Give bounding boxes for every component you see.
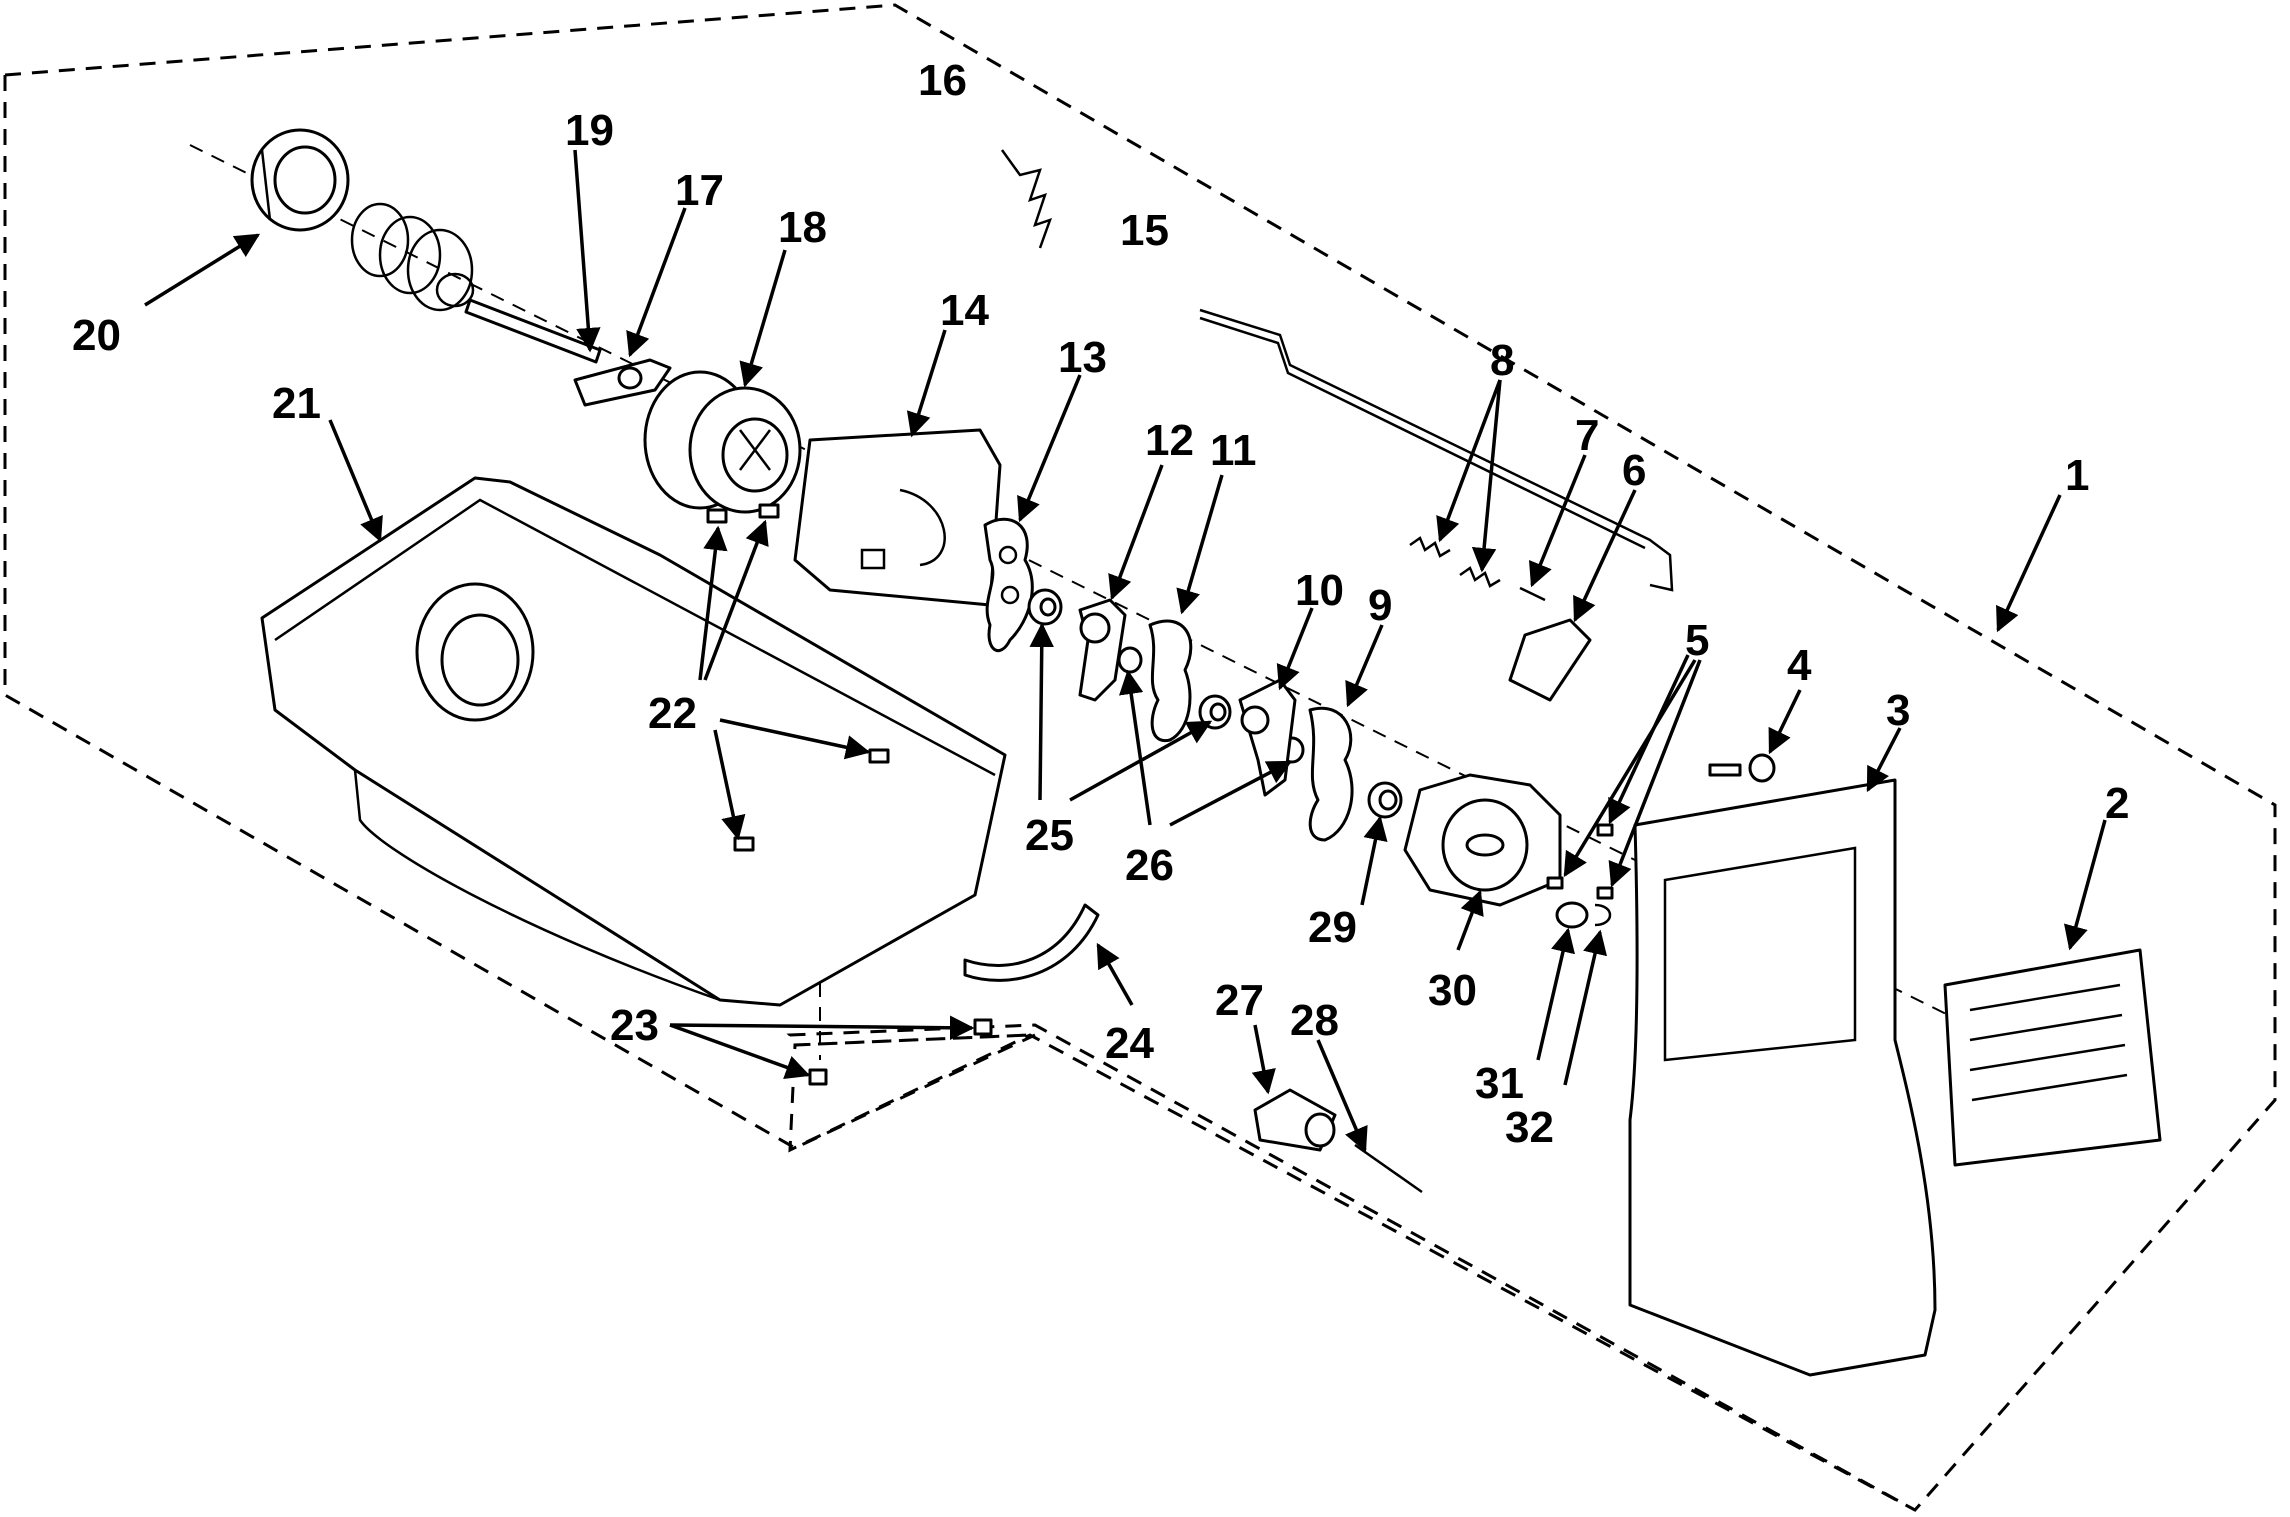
part-2-grille: [1943, 948, 2162, 1167]
part-14-mounting-plate: [793, 428, 1002, 607]
part-10-gear-arm: [1238, 678, 1297, 797]
part-31-washer: [1555, 901, 1589, 929]
part-11-cam: [1148, 619, 1193, 743]
callout-20: 20: [72, 311, 121, 360]
callout-7: 7: [1575, 411, 1599, 460]
callout-28: 28: [1290, 996, 1339, 1045]
part-4-screw: [1708, 753, 1776, 783]
callout-labels: 1 2 3 4 5 6 7 8 9 10 11 12 13 14 15 16 1…: [72, 56, 2129, 1152]
part-12-gear-arm: [1078, 598, 1127, 702]
callout-6: 6: [1622, 446, 1646, 495]
part-27-hinge: [1253, 1088, 1337, 1152]
callout-15: 15: [1120, 206, 1169, 255]
part-23-screws: [808, 1018, 993, 1086]
part-17-lever: [573, 358, 672, 407]
part-29-washer: [1367, 781, 1403, 819]
callout-31: 31: [1475, 1059, 1524, 1108]
part-6-bracket: [1508, 618, 1592, 702]
callout-16: 16: [918, 56, 967, 105]
callout-2: 2: [2105, 779, 2129, 828]
callout-30: 30: [1428, 966, 1477, 1015]
callout-17: 17: [675, 166, 724, 215]
part-13-lever: [983, 517, 1034, 653]
part-24-arc: [963, 903, 1100, 982]
part-19-auger-spring: [350, 202, 602, 364]
callout-22: 22: [648, 689, 697, 738]
part-25-washers: [1027, 588, 1232, 730]
part-16-spring: [1000, 149, 1053, 249]
part-9-cam: [1308, 706, 1354, 842]
callout-9: 9: [1368, 581, 1392, 630]
callout-12: 12: [1145, 416, 1194, 465]
callout-1: 1: [2065, 451, 2089, 500]
callout-26: 26: [1125, 841, 1174, 890]
part-3-dispenser-door: [1628, 778, 1937, 1377]
part-21-ice-bucket: [260, 476, 1007, 1007]
callout-21: 21: [272, 379, 321, 428]
callout-11: 11: [1210, 426, 1257, 475]
callout-14: 14: [940, 286, 989, 335]
callout-32: 32: [1505, 1103, 1554, 1152]
part-5-screws: [1546, 823, 1614, 900]
callout-27: 27: [1215, 976, 1264, 1025]
callout-24: 24: [1105, 1019, 1154, 1068]
part-20-end-cap: [250, 128, 350, 232]
leader-lines: [144, 149, 2107, 1153]
callout-23: 23: [610, 1001, 659, 1050]
callout-29: 29: [1308, 903, 1357, 952]
callout-19: 19: [565, 106, 614, 155]
callout-4: 4: [1787, 641, 1812, 690]
callout-10: 10: [1295, 566, 1344, 615]
callout-3: 3: [1886, 686, 1910, 735]
part-30-motor: [1403, 773, 1562, 907]
part-7-pin: [1519, 586, 1546, 602]
callout-25: 25: [1025, 811, 1074, 860]
callout-8: 8: [1490, 336, 1514, 385]
callout-18: 18: [778, 203, 827, 252]
part-28-pin: [1354, 1143, 1423, 1194]
part-18-auger-drive: [643, 370, 802, 514]
part-8-springs: [1409, 536, 1501, 588]
part-32-clip: [1594, 903, 1612, 927]
callout-5: 5: [1685, 616, 1709, 665]
callout-13: 13: [1058, 333, 1107, 382]
part-15-actuator-rod: [1199, 308, 1674, 592]
